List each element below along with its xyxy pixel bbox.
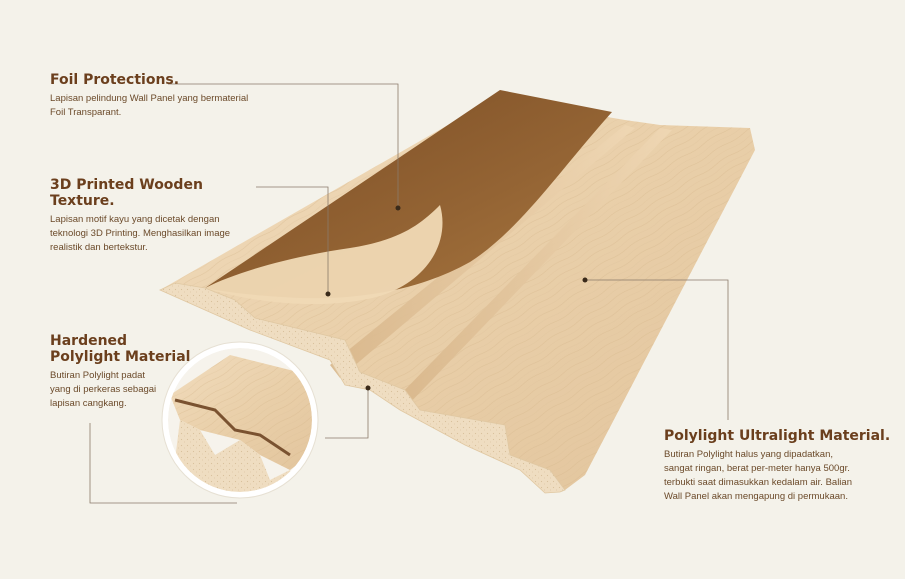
leader-ultralight: [585, 279, 729, 420]
label-title: Hardened Polylight Material: [50, 333, 191, 365]
label-foil-protections: Foil Protections. Lapisan pelindung Wall…: [50, 72, 300, 120]
label-hardened-polylight: Hardened Polylight Material Butiran Poly…: [50, 333, 200, 411]
leader-hardened: [89, 423, 237, 504]
label-description: Lapisan pelindung Wall Panel yang bermat…: [50, 93, 249, 118]
dot-texture: [325, 291, 331, 297]
label-description: Butiran Polylight padat yang di perkeras…: [50, 370, 157, 409]
label-description: Lapisan motif kayu yang dicetak dengan t…: [50, 214, 231, 253]
dot-zoom: [365, 385, 371, 391]
leader-lines: [89, 83, 729, 504]
label-description: Butiran Polylight halus yang dipadatkan,…: [664, 449, 852, 502]
zoom-detail: [161, 341, 319, 499]
wall-panel: [159, 90, 755, 494]
dot-foil: [395, 205, 401, 211]
panel-groove: [395, 128, 672, 408]
leader-dots: [325, 205, 588, 391]
label-title: 3D Printed Wooden Texture.: [50, 177, 203, 209]
label-title: Foil Protections.: [50, 72, 180, 88]
label-3d-printed-texture: 3D Printed Wooden Texture. Lapisan motif…: [50, 177, 270, 255]
wood-texture-layer: [205, 90, 612, 299]
dot-ultralight: [582, 277, 588, 283]
leader-foil: [168, 83, 399, 208]
leader-zoom: [325, 390, 369, 439]
label-polylight-ultralight: Polylight Ultralight Material. Butiran P…: [664, 428, 894, 504]
label-title: Polylight Ultralight Material.: [664, 428, 891, 444]
panel-cross-section: [159, 282, 566, 494]
foil-layer: [205, 205, 443, 305]
leader-texture: [256, 186, 329, 294]
